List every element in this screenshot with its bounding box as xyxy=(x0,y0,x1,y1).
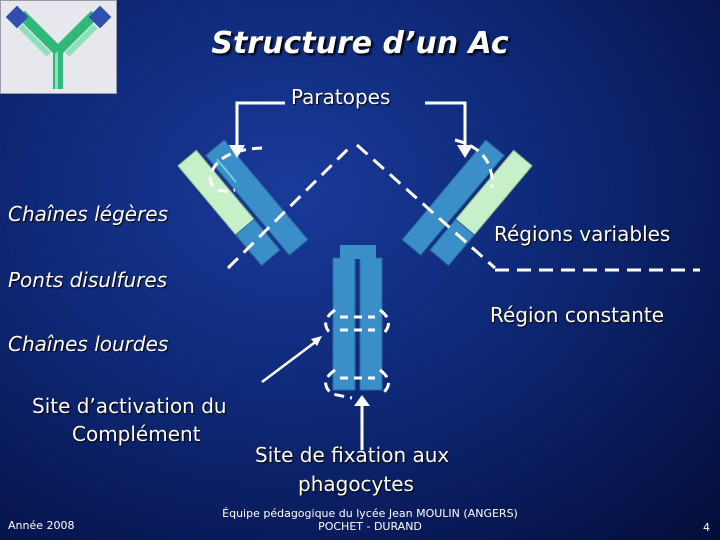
heavy-chain-right-arm xyxy=(401,139,505,256)
label-chaines-lourdes: Chaînes lourdes xyxy=(8,332,169,356)
footer-team-2: POCHET - DURAND xyxy=(318,520,422,533)
antibody-logo xyxy=(0,0,117,94)
footer-year: Année 2008 xyxy=(8,519,75,532)
page-title: Structure d’un Ac xyxy=(211,26,509,61)
label-region-constante: Région constante xyxy=(490,303,665,327)
label-site-fixation-2: phagocytes xyxy=(298,472,414,496)
label-site-activation-1: Site d’activation du xyxy=(32,394,227,418)
antibody-logo-icon xyxy=(5,5,112,89)
label-site-activation-2: Complément xyxy=(72,422,201,446)
label-chaines-legeres: Chaînes légères xyxy=(8,202,169,226)
paratope-arrows xyxy=(235,101,467,150)
footer-team-1: Équipe pédagogique du lycée Jean MOULIN … xyxy=(222,507,518,520)
heavy-chain-stem-left xyxy=(332,257,356,391)
left-arm xyxy=(177,139,309,267)
right-arm xyxy=(401,139,533,267)
label-site-fixation-1: Site de fixation aux xyxy=(255,443,450,467)
heavy-chain-stem-right xyxy=(359,257,383,391)
region-dashed-lines xyxy=(226,143,700,272)
label-regions-variables: Régions variables xyxy=(494,222,671,246)
label-paratopes: Paratopes xyxy=(291,85,391,109)
page-number: 4 xyxy=(703,521,710,534)
label-ponts-disulfures: Ponts disulfures xyxy=(8,268,168,292)
heavy-chain-left-arm xyxy=(205,139,309,256)
